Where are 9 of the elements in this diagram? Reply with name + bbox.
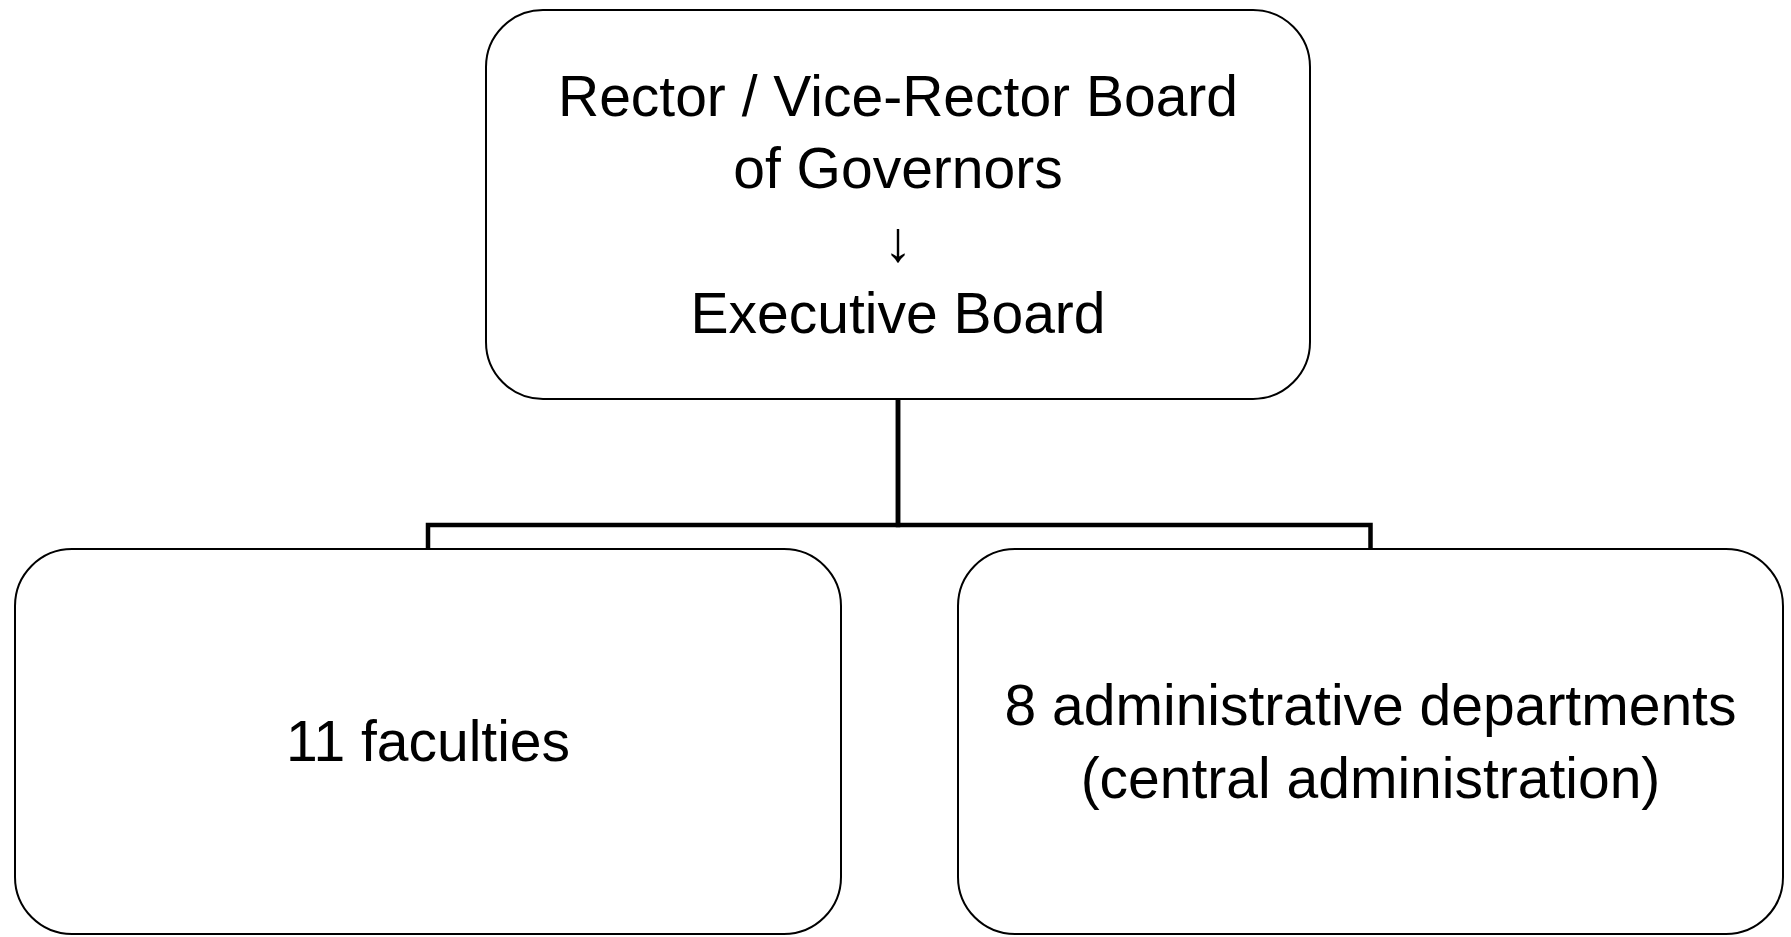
unit-label: 11 faculties bbox=[285, 708, 571, 776]
unit-label: 8 administrative departments (central administration) bbox=[1003, 672, 1738, 812]
unit-label: Rector / Vice-Rector Board of Governors bbox=[556, 62, 1240, 203]
org-unit-box bbox=[957, 548, 1784, 935]
unit-label: ↓ bbox=[883, 207, 913, 275]
unit-label: Executive Board bbox=[690, 279, 1106, 347]
org-unit-box bbox=[485, 9, 1311, 400]
org-unit-box bbox=[14, 548, 842, 935]
connector-line bbox=[895, 400, 1373, 548]
